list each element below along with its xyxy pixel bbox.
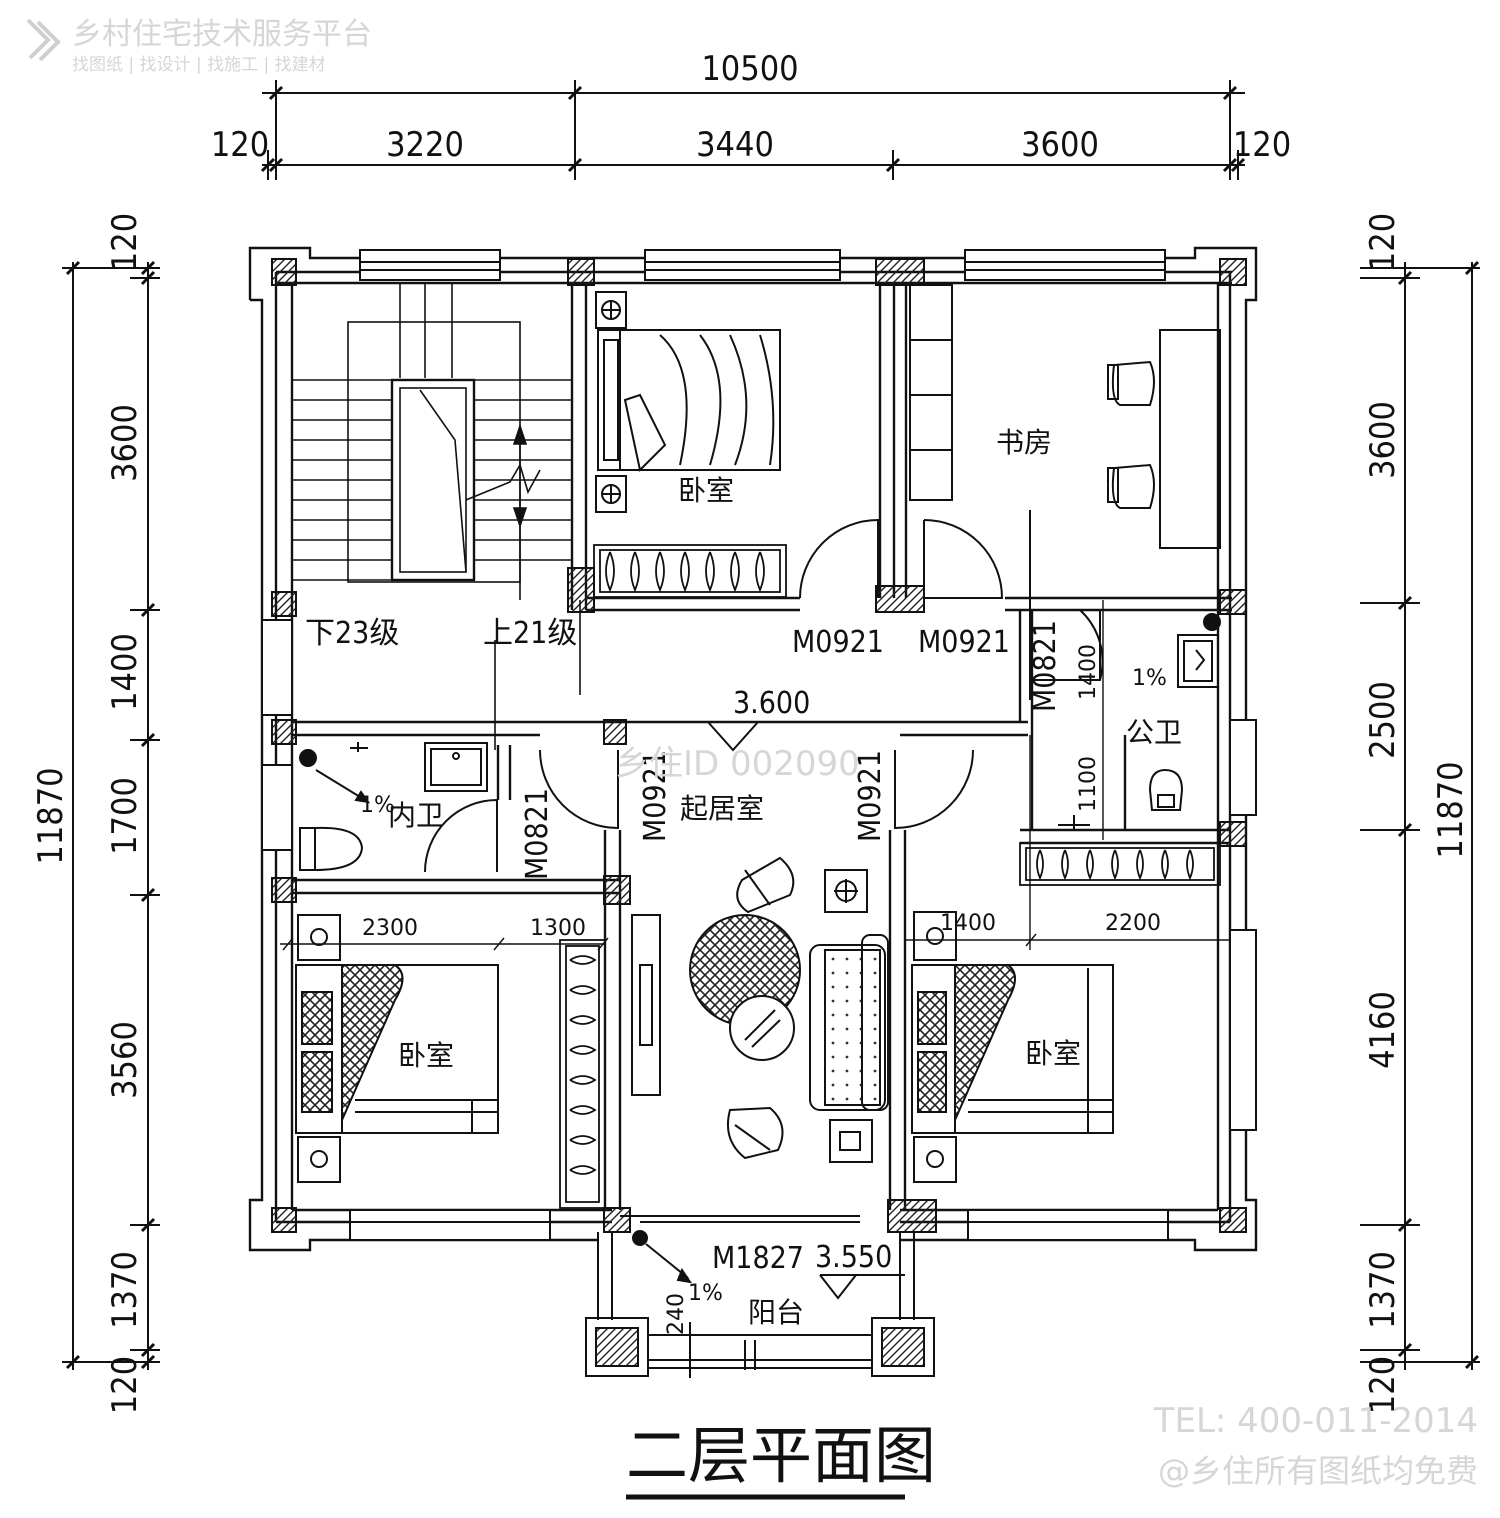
dim-right-seg: 4160 — [1363, 991, 1403, 1069]
door-label-m0921-living-left: M0921 — [638, 750, 673, 842]
left-dimension-chain — [62, 260, 160, 1370]
right-dimension-chain — [1360, 260, 1480, 1370]
wardrobe-left — [559, 939, 606, 1209]
brand-tagline: 找图纸 | 找设计 | 找施工 | 找建材 — [72, 55, 326, 75]
level-floor: 3.600 — [733, 686, 810, 721]
door-label-m0921-bedroom: M0921 — [792, 625, 884, 660]
living-room-doors — [539, 749, 974, 830]
bed-right — [911, 911, 1114, 1183]
slope-inner-bath: 1% — [360, 793, 395, 818]
door-label-m0821-inner: M0821 — [520, 788, 555, 880]
dim-left-seg: 1370 — [105, 1251, 145, 1329]
dim-left-seg: 3600 — [105, 404, 145, 482]
dim-left-total: 11870 — [31, 767, 71, 864]
level-balcony: 3.550 — [815, 1240, 892, 1275]
brand-name: 乡村住宅技术服务平台 — [72, 17, 372, 52]
dim-right-seg: 1370 — [1363, 1251, 1403, 1329]
living-furniture — [631, 856, 889, 1163]
dim-top-seg: 3220 — [386, 125, 464, 165]
dim-inner-right — [905, 735, 1230, 950]
level-marker-floor — [707, 721, 815, 752]
balcony — [585, 1215, 935, 1378]
room-label-balcony: 阳台 — [748, 1296, 804, 1329]
dim-right-seg: 120 — [1363, 1356, 1403, 1414]
room-label-bedroom-top: 卧室 — [678, 474, 734, 507]
dim-inner-1300: 1300 — [530, 916, 586, 941]
room-label-public-bath: 公卫 — [1126, 716, 1182, 749]
watermark-tel: TEL: 400-011-2014 — [1153, 1401, 1478, 1441]
dim-inner-1400: 1400 — [940, 911, 996, 936]
dim-right-seg: 3600 — [1363, 401, 1403, 479]
stair-up-label: 上21级 — [483, 616, 577, 651]
dim-top-seg: 120 — [211, 125, 269, 165]
dim-top-seg: 3600 — [1021, 125, 1099, 165]
drawing-title: 二层平面图 — [626, 1419, 936, 1492]
watermark-note: @乡住所有图纸均免费 — [1158, 1452, 1478, 1490]
door-label-m0921-study: M0921 — [918, 625, 1010, 660]
stair-down-label: 下23级 — [305, 616, 399, 651]
dim-top-total: 10500 — [701, 49, 798, 89]
brand-mark-icon — [26, 18, 61, 62]
door-label-m0821-public: M0821 — [1028, 620, 1063, 712]
bed-top — [595, 291, 781, 513]
dim-inner-2200: 2200 — [1105, 911, 1161, 936]
door-swings-top — [799, 518, 1004, 599]
dim-left-seg: 120 — [105, 1356, 145, 1414]
dim-left-seg: 120 — [105, 213, 145, 271]
dim-left-seg: 1700 — [105, 777, 145, 855]
door-label-m1827: M1827 — [712, 1241, 804, 1276]
room-label-study: 书房 — [996, 426, 1052, 459]
dim-left-seg: 1400 — [105, 633, 145, 711]
inner-bath-fixtures — [299, 742, 498, 873]
dim-inner-1400v: 1400 — [1076, 644, 1101, 700]
windows — [261, 249, 1257, 1241]
dim-left-seg: 3560 — [105, 1021, 145, 1099]
public-bath-fixtures — [1032, 609, 1221, 830]
bed-left — [295, 914, 499, 1183]
dim-right-seg: 2500 — [1363, 681, 1403, 759]
slope-public-bath: 1% — [1132, 666, 1167, 691]
slope-balcony: 1% — [688, 1281, 723, 1306]
dim-inner-240: 240 — [664, 1293, 689, 1335]
room-label-bedroom-right: 卧室 — [1025, 1037, 1081, 1070]
dim-inner-1100v: 1100 — [1076, 756, 1101, 812]
room-label-living: 起居室 — [680, 792, 764, 825]
dim-top-seg: 3440 — [696, 125, 774, 165]
wardrobe-corridor-right — [1019, 842, 1221, 886]
dim-inner-2300: 2300 — [362, 916, 418, 941]
staircase — [292, 283, 581, 695]
structural-columns — [271, 258, 1247, 1233]
brand-logo: 乡村住宅技术服务平台 找图纸 | 找设计 | 找施工 | 找建材 — [26, 17, 372, 75]
wardrobe-top — [593, 544, 787, 598]
dim-inner-left — [280, 937, 609, 951]
dim-right-seg: 120 — [1363, 213, 1403, 271]
dim-right-total: 11870 — [1431, 761, 1471, 858]
top-dimension-chain — [260, 80, 1246, 180]
watermark-id: 乡住ID 002090 — [615, 744, 860, 784]
study-furniture — [909, 284, 1221, 700]
dim-top-seg: 120 — [1233, 125, 1291, 165]
interior-walls — [292, 283, 1232, 1210]
room-label-bedroom-left: 卧室 — [398, 1039, 454, 1072]
door-label-m0921-living-right: M0921 — [853, 750, 888, 842]
room-label-inner-bath: 内卫 — [388, 799, 444, 832]
